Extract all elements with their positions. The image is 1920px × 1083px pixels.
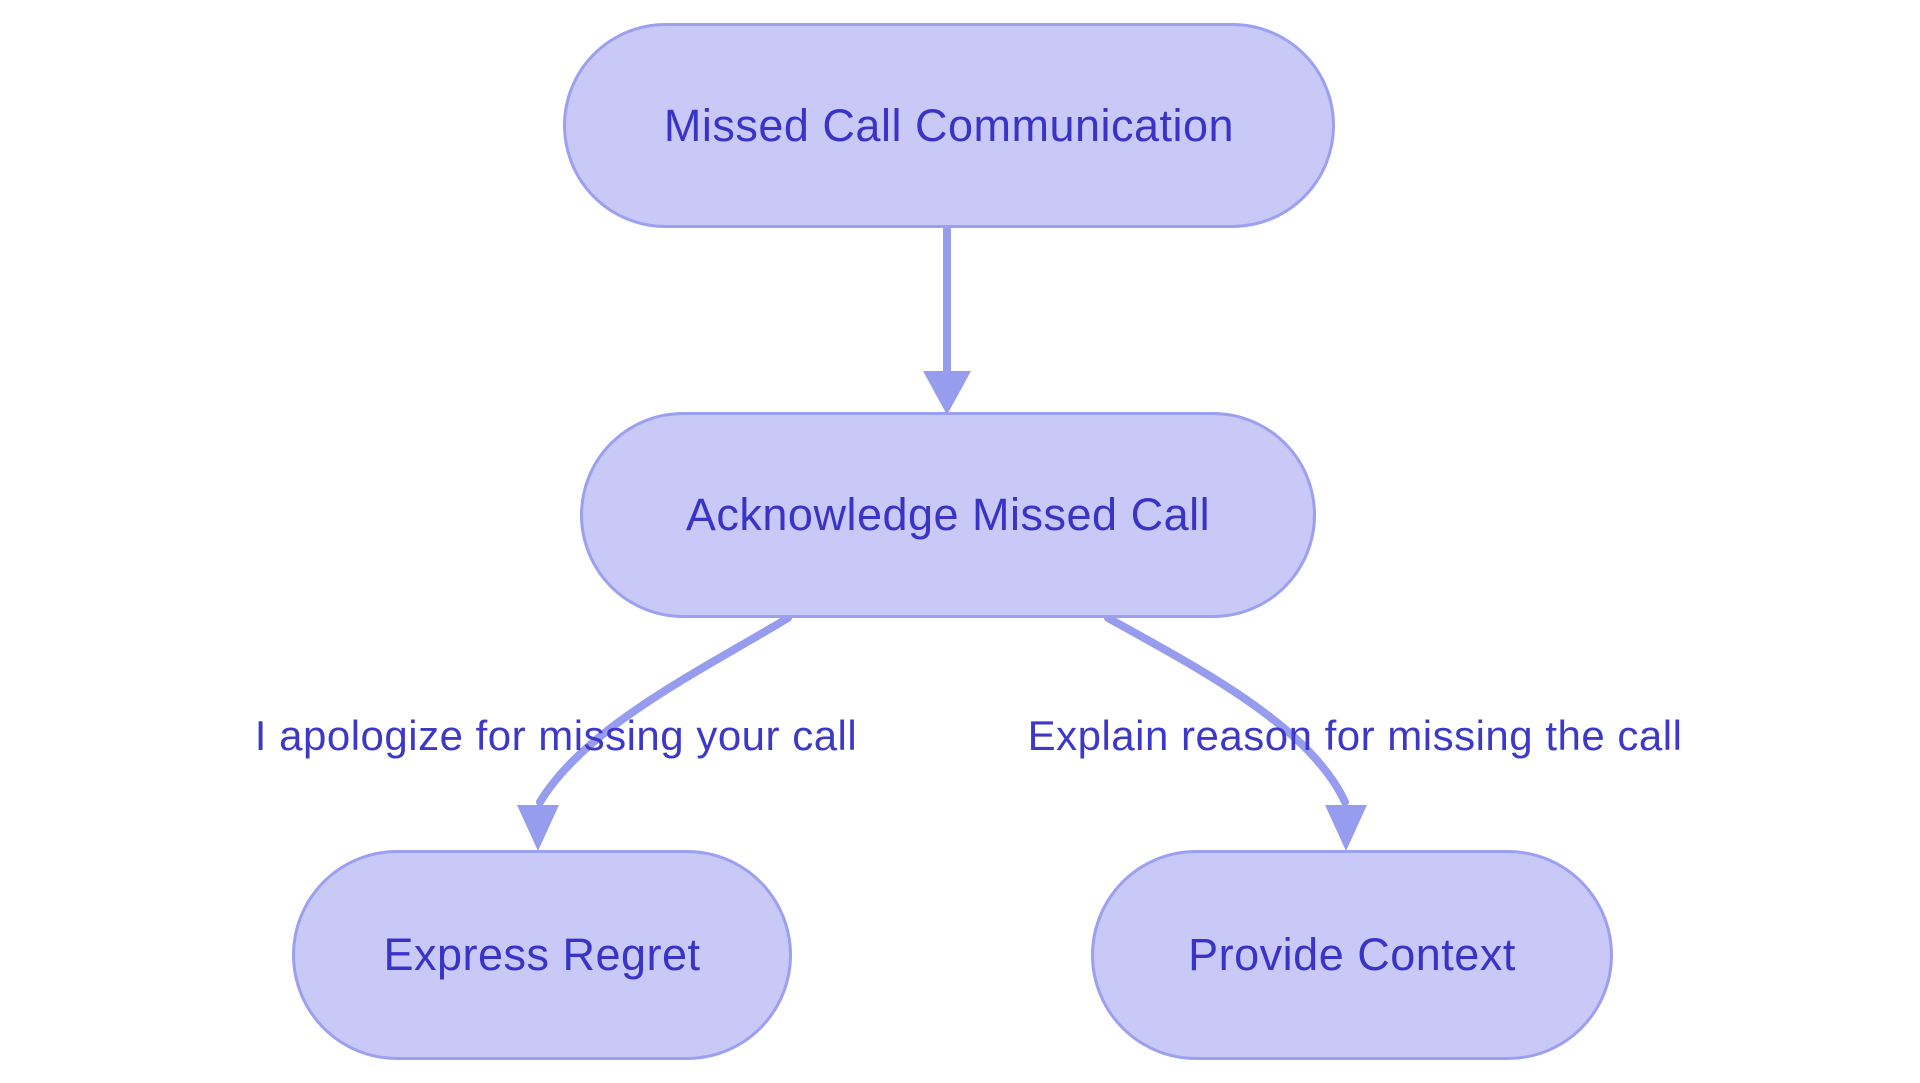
arrowhead-icon xyxy=(1325,805,1367,851)
edge-top-to-acknowledge xyxy=(923,225,971,415)
arrowhead-icon xyxy=(923,371,971,415)
node-label: Missed Call Communication xyxy=(663,99,1235,151)
edge-acknowledge-to-regret xyxy=(517,614,792,851)
node-acknowledge-missed-call: Acknowledge Missed Call xyxy=(580,412,1316,618)
node-missed-call-communication: Missed Call Communication xyxy=(563,23,1335,228)
node-label: Provide Context xyxy=(1188,929,1516,980)
node-label: Express Regret xyxy=(383,929,701,980)
arrowhead-icon xyxy=(517,805,559,851)
node-provide-context: Provide Context xyxy=(1091,850,1613,1060)
edge-acknowledge-to-context xyxy=(1104,614,1367,851)
node-express-regret: Express Regret xyxy=(292,850,792,1060)
node-label: Acknowledge Missed Call xyxy=(685,489,1211,540)
